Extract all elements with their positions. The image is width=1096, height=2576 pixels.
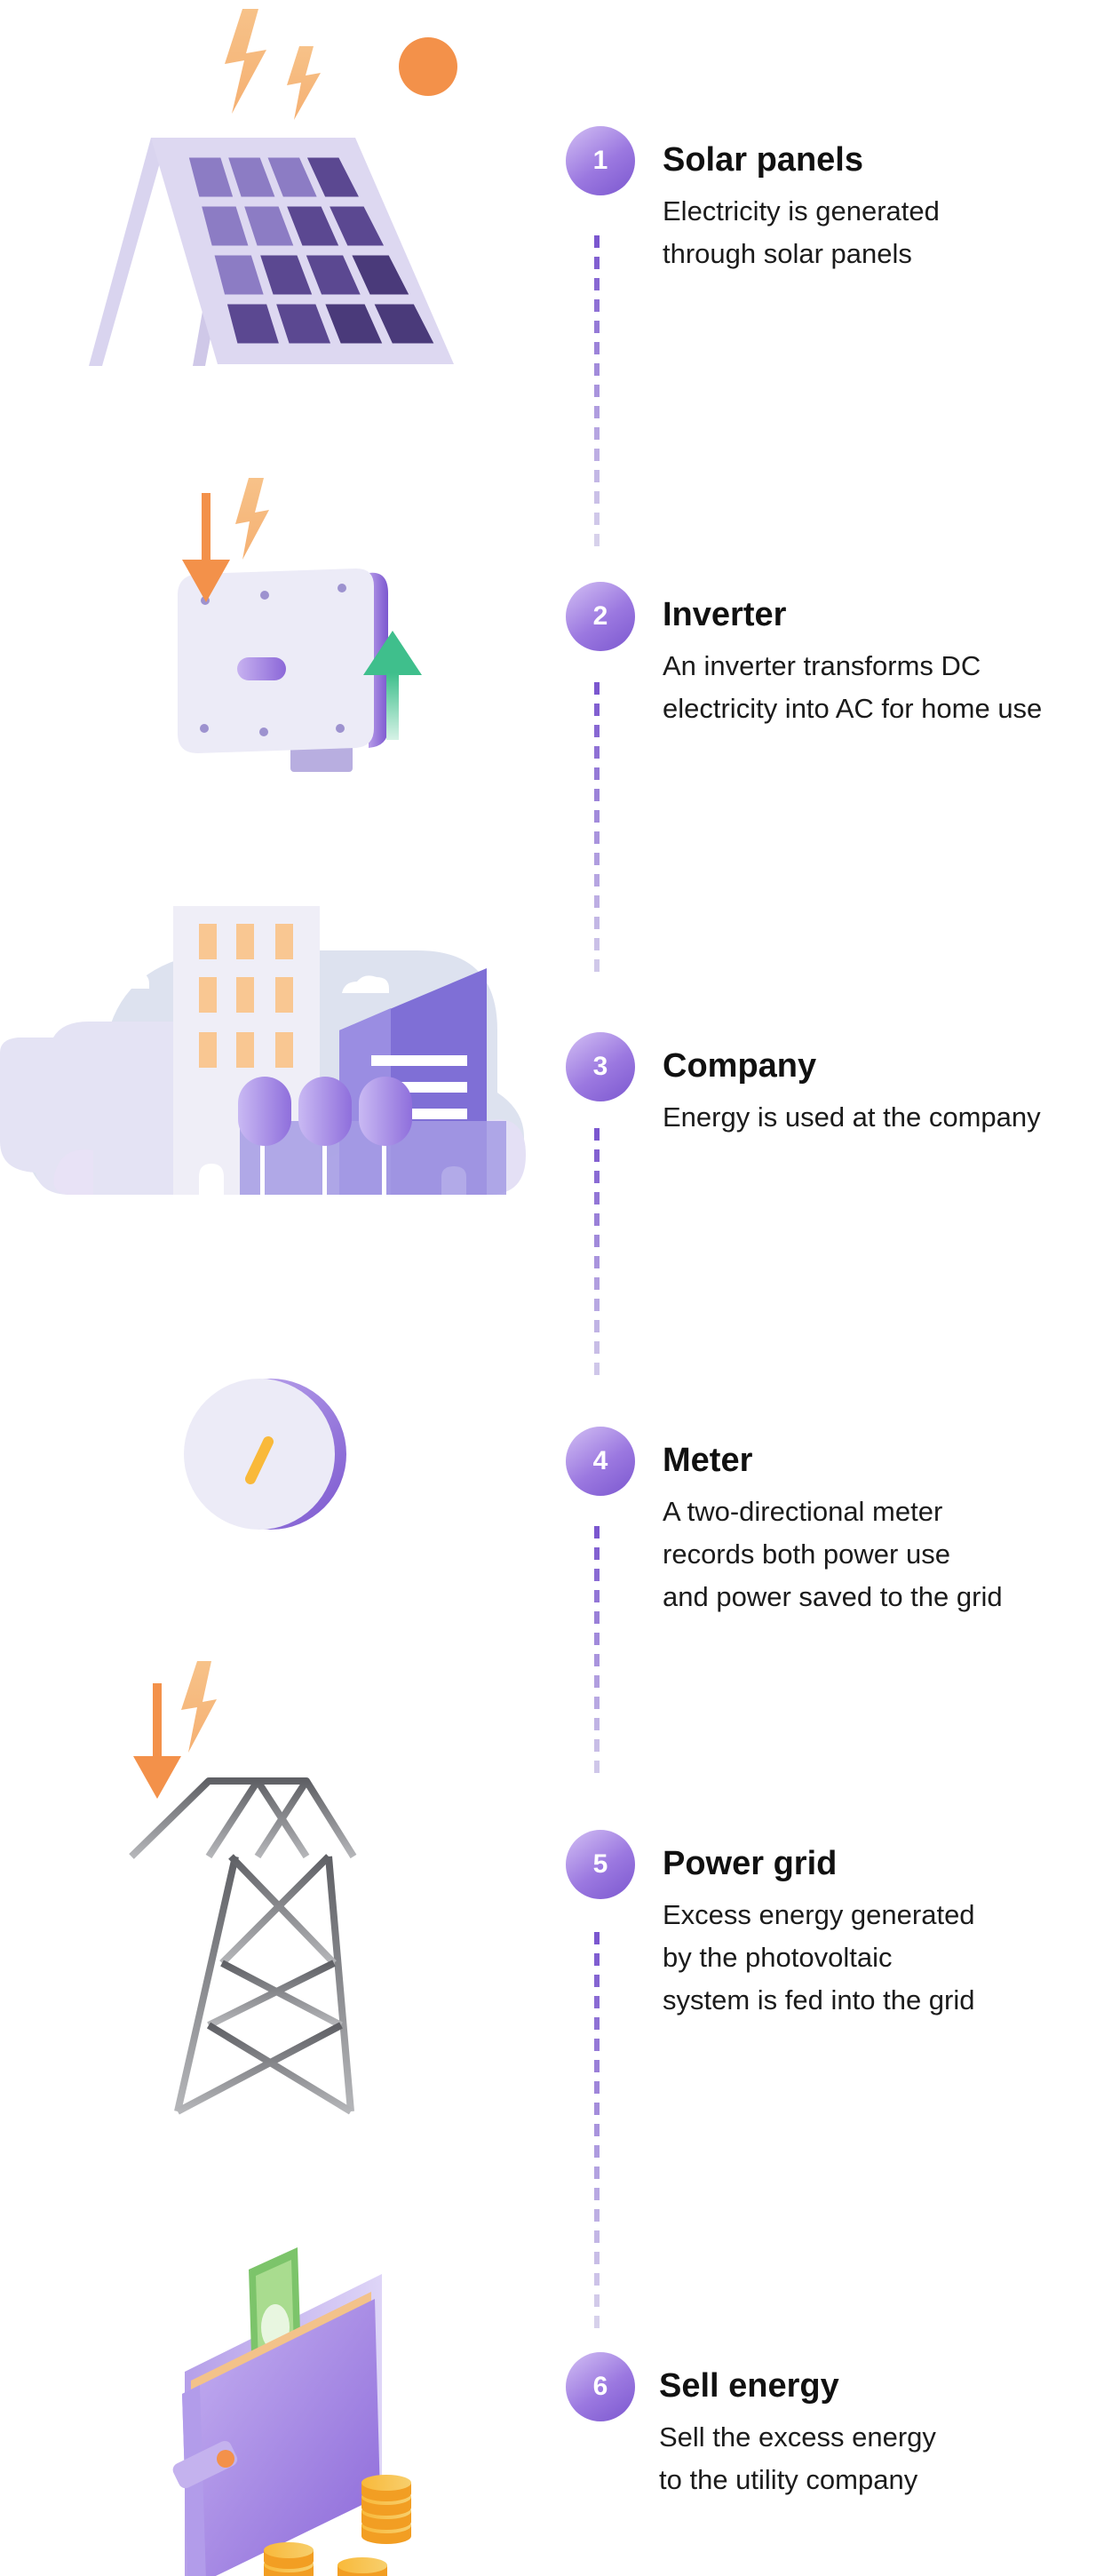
sun-icon — [399, 37, 457, 96]
connector-line-5 — [592, 1932, 602, 2334]
step-number-badge: 1 — [566, 126, 635, 195]
connector-line-3 — [592, 1128, 602, 1386]
step-title: Sell energy — [659, 2367, 839, 2405]
lightning-icon — [235, 478, 269, 560]
description-line: Energy is used at the company — [663, 1101, 1041, 1133]
connector-line-2 — [592, 682, 602, 986]
description-line: Excess energy generated — [663, 1899, 975, 1930]
step-description: Excess energy generated by the photovolt… — [663, 1894, 975, 2022]
lightning-icon — [181, 1661, 217, 1753]
coin-stack-icon — [264, 2475, 411, 2576]
solar-panel-icon — [89, 9, 457, 366]
description-line: system is fed into the grid — [663, 1984, 975, 2015]
inverter-icon — [178, 478, 422, 772]
description-line: A two-directional meter — [663, 1496, 943, 1527]
power-tower-icon — [129, 1661, 389, 2115]
step-number-badge: 4 — [566, 1427, 635, 1496]
lightning-icon — [225, 9, 321, 120]
description-line: records both power use — [663, 1538, 950, 1570]
description-line: Sell the excess energy — [659, 2421, 936, 2453]
description-line: electricity into AC for home use — [663, 693, 1043, 724]
step-title: Power grid — [663, 1845, 838, 1882]
step-title: Inverter — [663, 596, 787, 633]
connector-line-1 — [592, 235, 602, 549]
step-description: Sell the excess energy to the utility co… — [659, 2416, 936, 2501]
step-number-badge: 3 — [566, 1032, 635, 1101]
description-line: An inverter transforms DC — [663, 650, 981, 681]
arrow-down-icon — [182, 493, 230, 602]
step-title: Solar panels — [663, 141, 863, 179]
description-line: by the photovoltaic — [663, 1942, 893, 1973]
description-line: and power saved to the grid — [663, 1581, 1003, 1612]
arrow-up-icon — [363, 631, 422, 740]
step-number-badge: 2 — [566, 582, 635, 651]
step-title: Meter — [663, 1442, 753, 1479]
wallet-icon — [172, 2247, 411, 2576]
step-number-badge: 6 — [566, 2352, 635, 2421]
step-description: A two-directional meter records both pow… — [663, 1491, 1003, 1618]
company-building-icon — [0, 906, 526, 1199]
meter-icon — [184, 1379, 346, 1530]
arrow-down-icon — [133, 1683, 181, 1799]
description-line: Electricity is generated — [663, 195, 940, 227]
step-title: Company — [663, 1047, 817, 1085]
step-description: Electricity is generated through solar p… — [663, 190, 940, 275]
description-line: to the utility company — [659, 2464, 918, 2495]
step-number-badge: 5 — [566, 1830, 635, 1899]
step-description: An inverter transforms DC electricity in… — [663, 645, 1042, 730]
description-line: through solar panels — [663, 238, 912, 269]
connector-line-4 — [592, 1526, 602, 1790]
step-description: Energy is used at the company — [663, 1096, 1041, 1139]
